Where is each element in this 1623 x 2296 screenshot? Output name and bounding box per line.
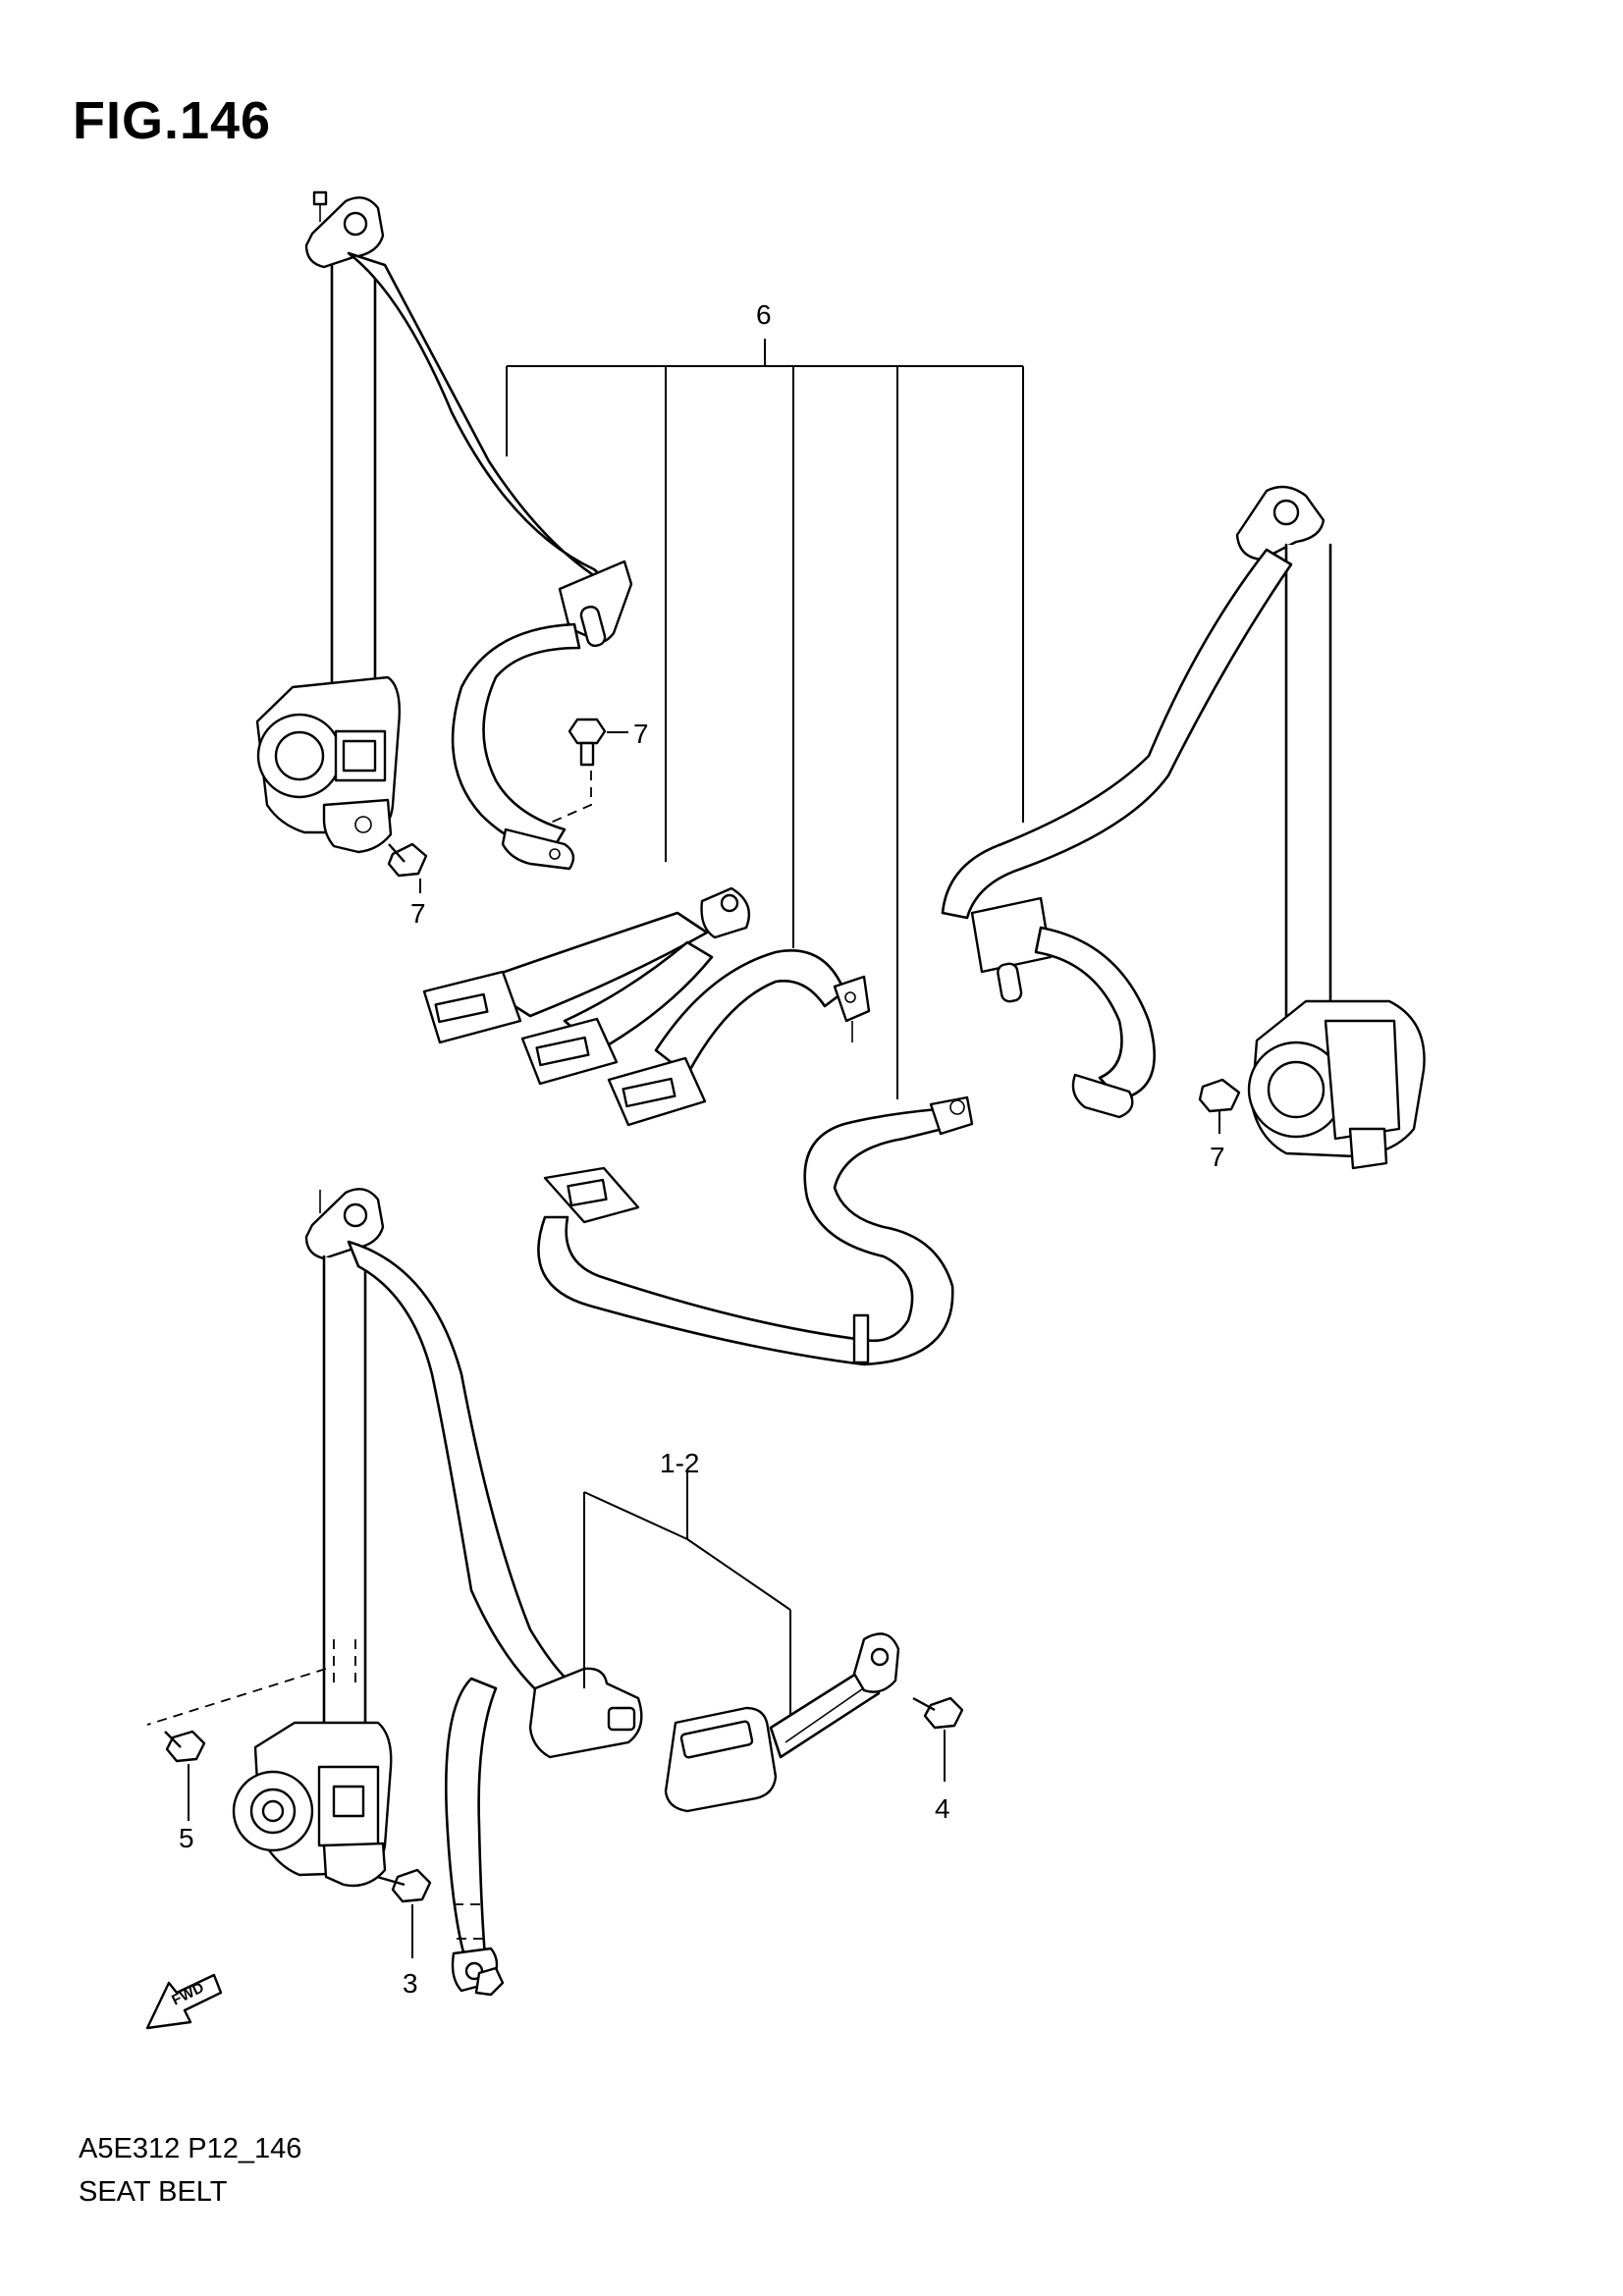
callout-7-right: 7 — [1210, 1142, 1225, 1172]
callout-1-2: 1-2 — [660, 1448, 699, 1478]
diagram-name: SEAT BELT — [79, 2176, 228, 2208]
callout-5: 5 — [179, 1823, 194, 1853]
front-seat-belt-lower — [232, 1188, 643, 1997]
callout-6: 6 — [756, 299, 772, 330]
bolt-5 — [164, 1730, 206, 1821]
bolt-3 — [376, 1868, 432, 1958]
fwd-arrow-icon: FWD — [145, 1973, 223, 2030]
bolt-4 — [912, 1696, 964, 1782]
bolt-7-left — [387, 842, 428, 893]
rear-buckle-assembly — [422, 886, 974, 1366]
bolt-7-middle — [545, 718, 628, 826]
dashed-leader-5 — [146, 1668, 327, 1726]
callout-7-left-lower: 7 — [410, 898, 426, 929]
callout-3: 3 — [403, 1968, 418, 1999]
callout-7-middle: 7 — [633, 719, 649, 749]
front-seat-belt-left — [255, 190, 633, 871]
diagram-code: A5E312 P12_146 — [79, 2133, 302, 2164]
front-buckle-1-2 — [583, 1472, 900, 1813]
bolt-7-right — [1198, 1078, 1241, 1134]
leader-group-6 — [506, 339, 1024, 1099]
callout-4: 4 — [935, 1793, 950, 1824]
figure-title: FIG.146 — [73, 91, 272, 150]
rear-seat-belt-right — [941, 485, 1426, 1170]
